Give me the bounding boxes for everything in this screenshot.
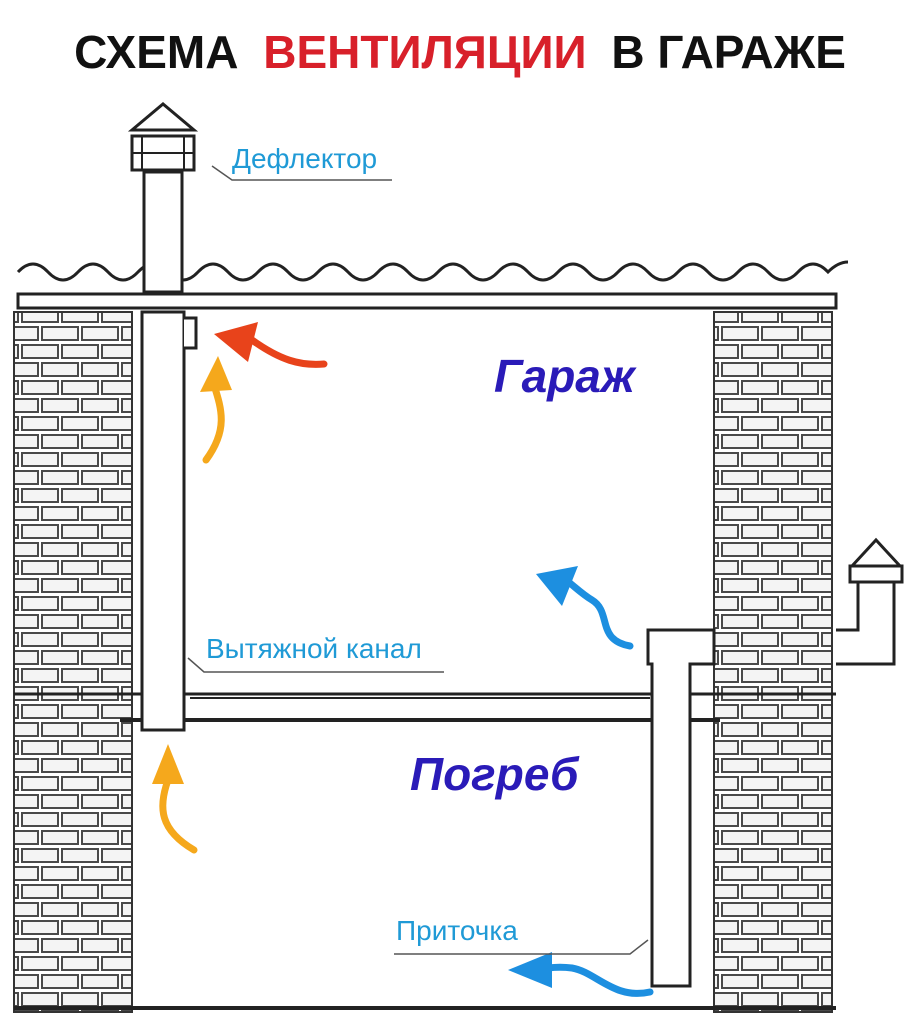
cellar-label: Погреб bbox=[410, 748, 580, 800]
roof-slab bbox=[16, 292, 838, 310]
exhaust-leader-line bbox=[187, 657, 444, 673]
title-part-2: ВЕНТИЛЯЦИИ bbox=[263, 26, 586, 78]
garage-label: Гараж bbox=[494, 350, 637, 402]
deflector-leader-line bbox=[211, 165, 392, 181]
exhaust-channel-label: Вытяжной канал bbox=[206, 633, 422, 664]
supply-pipe-cap-icon bbox=[836, 537, 904, 666]
airflow-arrow-blue-middle bbox=[536, 566, 634, 650]
exhaust-pipe-stack bbox=[142, 170, 184, 294]
left-brick-wall bbox=[13, 311, 133, 1013]
right-brick-wall bbox=[713, 311, 833, 1013]
airflow-arrow-blue-bottom bbox=[508, 952, 654, 997]
supply-pipe bbox=[646, 628, 716, 988]
title-part-3: В ГАРАЖЕ bbox=[611, 26, 846, 78]
airflow-arrow-orange-top bbox=[200, 356, 232, 464]
exhaust-pipe-inlet bbox=[184, 316, 198, 350]
airflow-arrow-red bbox=[214, 322, 328, 368]
supply-leader-line bbox=[394, 939, 649, 955]
deflector-cap-icon bbox=[127, 102, 199, 172]
airflow-arrow-orange-bottom bbox=[152, 744, 198, 854]
supply-label: Приточка bbox=[396, 915, 518, 946]
exhaust-pipe bbox=[140, 310, 186, 732]
title-part-1: СХЕМА bbox=[74, 26, 238, 78]
diagram-title: СХЕМА ВЕНТИЛЯЦИИ В ГАРАЖЕ bbox=[74, 26, 846, 78]
deflector-label: Дефлектор bbox=[232, 143, 377, 174]
